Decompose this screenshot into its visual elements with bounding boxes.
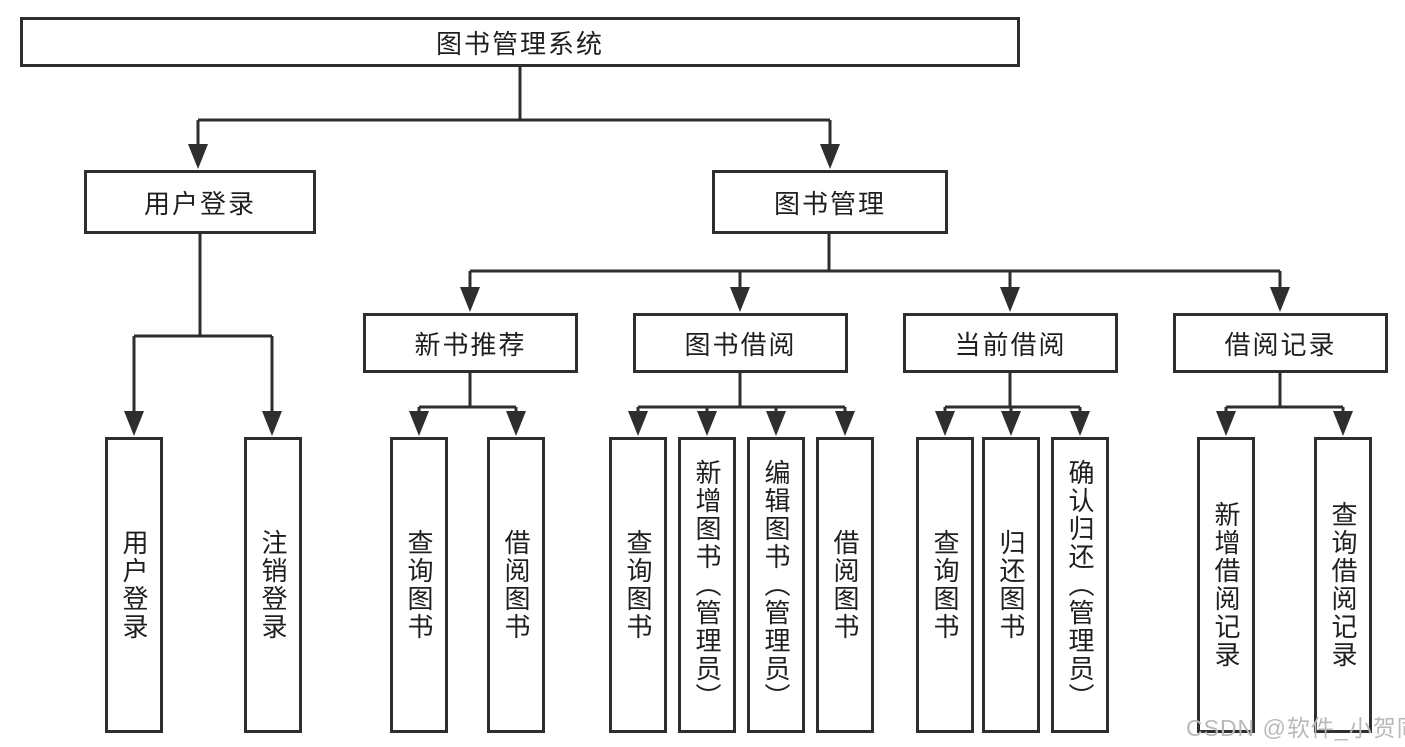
node-label: 归还图书: [996, 529, 1026, 641]
node-book-borrowing: 图书借阅: [633, 313, 848, 373]
leaf-logout: 注销登录: [244, 437, 302, 733]
csdn-watermark: CSDN @软件_小贺同学: [1186, 715, 1405, 741]
node-label: 查询图书: [623, 529, 653, 641]
node-label: 注销登录: [258, 529, 288, 641]
node-label: 借阅图书: [830, 529, 860, 641]
leaf-newbooks-borrow-book: 借阅图书: [487, 437, 545, 733]
leaf-records-add-record: 新增借阅记录: [1197, 437, 1255, 733]
node-label: 编辑图书（管理员）: [761, 459, 791, 711]
node-label: 查询图书: [404, 529, 434, 641]
arrowhead-icons: [124, 144, 1353, 436]
leaf-current-confirm-return-admin: 确认归还（管理员）: [1051, 437, 1109, 733]
node-label: 图书借阅: [684, 329, 797, 360]
leaf-current-return-book: 归还图书: [982, 437, 1040, 733]
node-label: 新增借阅记录: [1211, 501, 1241, 669]
node-label: 图书管理: [773, 188, 886, 219]
node-label: 图书管理系统: [435, 28, 604, 59]
node-label: 新书推荐: [414, 329, 527, 360]
node-borrowing-records: 借阅记录: [1173, 313, 1388, 373]
node-label: 查询借阅记录: [1328, 501, 1358, 669]
node-user-login: 用户登录: [84, 170, 316, 234]
leaf-borrowing-edit-book-admin: 编辑图书（管理员）: [747, 437, 805, 733]
node-label: 用户登录: [143, 188, 256, 219]
node-label: 用户登录: [119, 529, 149, 641]
leaf-borrowing-add-book-admin: 新增图书（管理员）: [678, 437, 736, 733]
node-new-book-recommend: 新书推荐: [363, 313, 578, 373]
node-label: 借阅记录: [1224, 329, 1337, 360]
node-label: 当前借阅: [954, 329, 1067, 360]
node-root-system: 图书管理系统: [20, 17, 1020, 67]
node-label: 确认归还（管理员）: [1065, 459, 1095, 711]
leaf-borrowing-query-book: 查询图书: [609, 437, 667, 733]
leaf-newbooks-query-book: 查询图书: [390, 437, 448, 733]
leaf-user-login: 用户登录: [105, 437, 163, 733]
node-book-management: 图书管理: [712, 170, 948, 234]
node-label: 查询图书: [930, 529, 960, 641]
node-label: 借阅图书: [501, 529, 531, 641]
node-label: 新增图书（管理员）: [692, 459, 722, 711]
node-current-borrowing: 当前借阅: [903, 313, 1118, 373]
leaf-borrowing-borrow-book: 借阅图书: [816, 437, 874, 733]
leaf-current-query-book: 查询图书: [916, 437, 974, 733]
leaf-records-query-record: 查询借阅记录: [1314, 437, 1372, 733]
